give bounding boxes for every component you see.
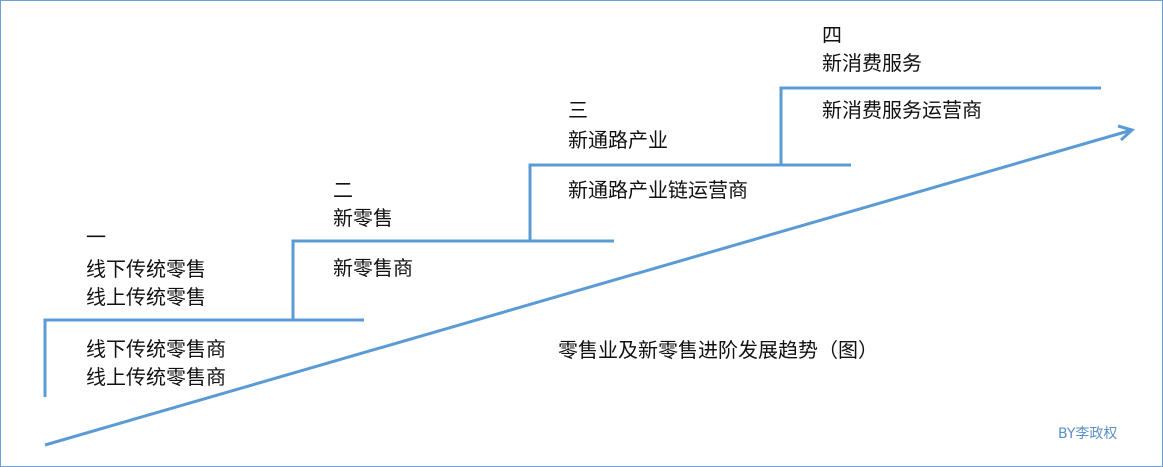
trend-arrow-head-icon [1117, 124, 1136, 142]
diagram-caption: 零售业及新零售进阶发展趋势（图） [558, 338, 878, 362]
step-3-line [528, 163, 851, 241]
step-4-number: 四 [822, 23, 842, 47]
step-4-operator: 新消费服务运营商 [822, 98, 982, 122]
step-1-number: 一 [86, 225, 106, 249]
step-3-number: 三 [568, 98, 588, 122]
step-3-title: 新通路产业 [568, 128, 668, 152]
step-2-line [291, 239, 614, 320]
step-1-title-2: 线上传统零售 [86, 285, 206, 309]
step-1-title-1: 线下传统零售 [86, 257, 206, 281]
step-2-number: 二 [333, 178, 353, 202]
step-1-operator-2: 线上传统零售商 [86, 365, 226, 389]
trend-arrow-line [44, 128, 1133, 447]
step-3-operator: 新通路产业链运营商 [568, 178, 748, 202]
step-4-line [779, 86, 1101, 165]
step-1-operator-1: 线下传统零售商 [86, 337, 226, 361]
step-2-operator: 新零售商 [333, 256, 413, 280]
step-1-line [43, 318, 364, 397]
step-4-title: 新消费服务 [822, 51, 922, 75]
step-2-title: 新零售 [333, 206, 393, 230]
author-credit: BY李政权 [1058, 426, 1118, 442]
